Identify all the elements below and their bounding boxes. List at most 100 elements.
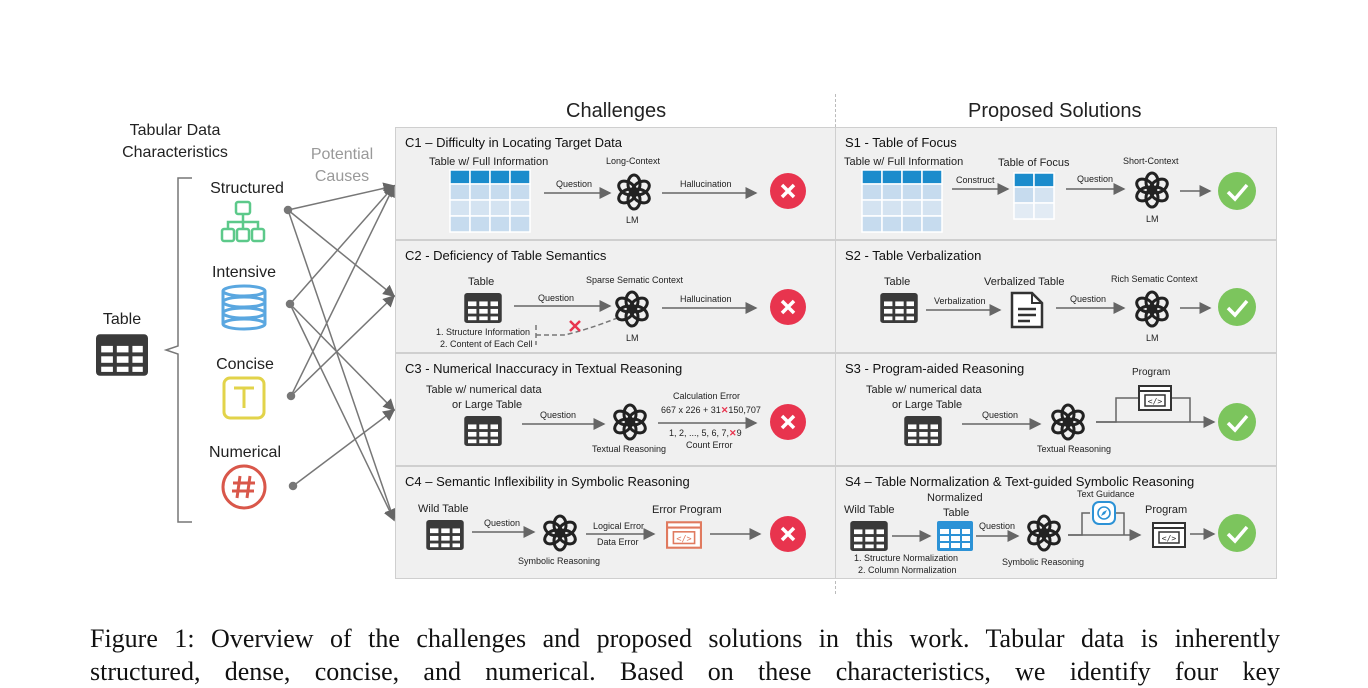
c2-table-icon <box>464 293 502 323</box>
c3-count-title: Count Error <box>686 440 733 450</box>
c3-calc-expr: 667 x 226 + 31✕150,707 <box>661 405 761 415</box>
c4-question-label: Question <box>484 518 521 528</box>
s3-question-label: Question <box>982 410 1019 420</box>
panel-s4: S4 – Table Normalization & Text-guided S… <box>835 466 1277 579</box>
c4-err2-label: Data Error <box>597 537 639 547</box>
database-icon <box>221 284 267 331</box>
s4-arrow-2 <box>976 530 1020 542</box>
s1-arrow-3 <box>1180 185 1212 197</box>
s3-program-icon <box>1138 384 1172 412</box>
c3-lm-icon <box>610 403 650 441</box>
s1-arrow-2 <box>1066 183 1126 195</box>
s3-reasoning-label: Textual Reasoning <box>1037 444 1112 454</box>
c2-arrow-2 <box>662 302 758 314</box>
c1-table-label: Table w/ Full Information <box>429 156 549 168</box>
s4-normalized-line1: Normalized <box>927 492 983 504</box>
s4-title: S4 – Table Normalization & Text-guided S… <box>845 474 1195 489</box>
c3-reasoning-label: Textual Reasoning <box>592 444 667 454</box>
c1-full-table <box>449 169 531 233</box>
c3-table-line2: or Large Table <box>452 399 523 411</box>
s3-table-line1: Table w/ numerical data <box>866 384 982 396</box>
s1-arrow-1 <box>952 183 1010 195</box>
s3-arrow-1 <box>962 418 1042 430</box>
c2-lm-label: LM <box>626 333 639 343</box>
s3-table-icon <box>904 416 942 446</box>
s4-arrow-3 <box>1190 528 1216 540</box>
c2-lm-icon <box>612 290 652 328</box>
s4-table-icon <box>850 521 888 551</box>
s2-context-label: Rich Sematic Context <box>1111 274 1198 284</box>
char-intensive-label: Intensive <box>211 264 277 281</box>
s1-lm-icon <box>1132 171 1172 209</box>
c2-arrow-1 <box>514 300 612 312</box>
c2-note2: 2. Content of Each Cell <box>440 339 533 349</box>
c3-arrow-1 <box>522 418 606 430</box>
c2-question-label: Question <box>538 293 575 303</box>
panel-c4: C4 – Semantic Inflexibility in Symbolic … <box>395 466 837 579</box>
s4-note2: 2. Column Normalization <box>858 565 957 575</box>
causes-title: Potential Causes <box>310 146 374 185</box>
c4-error-program-icon <box>666 521 702 549</box>
s4-program-branch <box>1068 512 1142 541</box>
table-label: Table <box>102 311 142 328</box>
c1-context-label: Long-Context <box>606 156 661 166</box>
c4-program-label: Error Program <box>652 504 722 516</box>
c1-result-label: Hallucination <box>680 179 732 189</box>
s4-reasoning-label: Symbolic Reasoning <box>1002 557 1085 567</box>
caption-line-2: structured, dense, concise, and numerica… <box>90 657 1280 686</box>
s3-lm-icon <box>1048 403 1088 441</box>
hash-icon <box>221 464 267 510</box>
s1-context-label: Short-Context <box>1123 156 1179 166</box>
brace <box>163 177 192 523</box>
panel-c2: C2 - Deficiency of Table Semantics Table… <box>395 240 837 353</box>
s4-normalized-line2: Table <box>943 507 970 519</box>
s3-program-label: Program <box>1132 367 1171 378</box>
s4-guidance-label: Text Guidance <box>1077 489 1135 499</box>
s2-arrow-2 <box>1056 302 1126 314</box>
s2-success-icon <box>1218 288 1256 326</box>
hierarchy-icon <box>220 200 266 243</box>
s1-full-table <box>861 169 943 233</box>
c3-question-label: Question <box>540 410 577 420</box>
c4-fail-icon <box>770 516 806 552</box>
s4-normalized-table-icon <box>937 521 973 551</box>
c1-lm-label: LM <box>626 215 639 225</box>
s3-table-line2: or Large Table <box>892 399 963 411</box>
c2-fail-icon <box>770 289 806 325</box>
s2-table-icon <box>880 293 918 323</box>
c2-context-label: Sparse Sematic Context <box>586 275 684 285</box>
c1-fail-icon <box>770 173 806 209</box>
c2-dashed-link <box>535 316 621 345</box>
c4-reasoning-label: Symbolic Reasoning <box>518 556 601 566</box>
c3-title: C3 - Numerical Inaccuracy in Textual Rea… <box>405 361 683 376</box>
s4-table-label: Wild Table <box>844 504 895 516</box>
c4-arrow-2 <box>586 528 656 540</box>
c3-arrow-2 <box>658 417 758 429</box>
s2-table-label: Table <box>884 276 911 288</box>
s1-focus-label: Table of Focus <box>998 157 1070 169</box>
s2-arrow-1 <box>926 304 1002 316</box>
panel-s2: S2 - Table Verbalization Table Verbaliza… <box>835 240 1277 353</box>
c4-arrow-1 <box>472 526 536 538</box>
c3-table-line1: Table w/ numerical data <box>426 384 542 396</box>
s2-question-label: Question <box>1070 294 1107 304</box>
c4-arrow-3 <box>710 528 762 540</box>
s3-title: S3 - Program-aided Reasoning <box>845 361 1025 376</box>
s2-title: S2 - Table Verbalization <box>845 248 982 263</box>
challenges-header: Challenges <box>566 100 667 122</box>
s1-question-label: Question <box>1077 174 1114 184</box>
c1-arrow-2 <box>662 187 758 199</box>
s1-lm-label: LM <box>1146 214 1159 224</box>
s3-program-branch <box>1096 397 1216 428</box>
panel-c3: C3 - Numerical Inaccuracy in Textual Rea… <box>395 353 837 466</box>
s4-question-label: Question <box>979 521 1016 531</box>
s1-focus-table <box>1013 172 1055 220</box>
document-icon <box>1010 291 1044 329</box>
char-concise-label: Concise <box>216 356 274 373</box>
s2-lm-icon <box>1132 290 1172 328</box>
s1-success-icon <box>1218 172 1256 210</box>
c1-title: C1 – Difficulty in Locating Target Data <box>405 135 623 150</box>
characteristics-title: Tabular Data Characteristics <box>122 122 228 161</box>
s2-verbalized-label: Verbalized Table <box>984 276 1065 288</box>
